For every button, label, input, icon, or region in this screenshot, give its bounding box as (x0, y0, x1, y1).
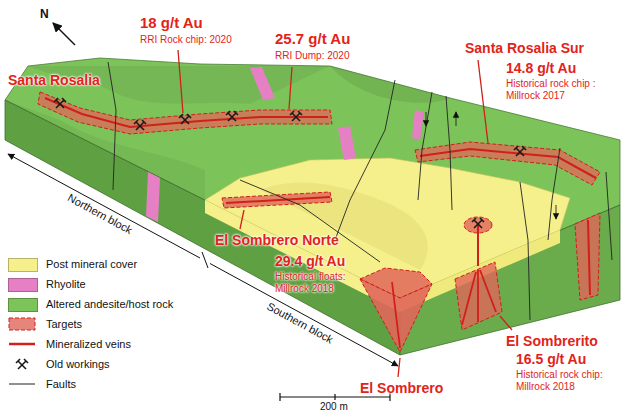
mineralized-vein (480, 270, 496, 312)
old-workings-symbols (54, 98, 526, 228)
legend-text: Faults (46, 376, 76, 392)
grade-value: 29.4 g/t Au (275, 253, 345, 269)
legend-text: Altered andesite/host rock (46, 296, 173, 312)
sample-note: RRI Dump: 2020 (275, 50, 349, 62)
sample-note: RRI Rock chip: 2020 (140, 34, 232, 46)
block-divider-tick (202, 252, 208, 268)
el-sombrero-norte-target (222, 192, 332, 208)
legend-text: Old workings (46, 356, 110, 372)
legend-row: Old workings (6, 356, 206, 372)
legend-row: Rhyolite (6, 276, 206, 292)
fault-movement-arrows (426, 112, 556, 219)
fault-sample (6, 376, 38, 392)
rhyolite-dike (250, 67, 275, 100)
rhyolite-dike (146, 172, 160, 222)
grade-value: 14.8 g/t Au (506, 60, 576, 76)
legend-text: Rhyolite (46, 276, 86, 292)
mineralized-vein (420, 149, 596, 178)
terrain-shade (330, 66, 450, 103)
target-name: El Sombrero Norte (215, 232, 339, 248)
grade-value: 25.7 g/t Au (275, 30, 350, 47)
mineralized-vein (226, 197, 330, 203)
legend-row: Targets (6, 316, 206, 332)
legend-swatch (8, 298, 38, 312)
north-label: N (40, 8, 49, 22)
rhyolite-dike (412, 110, 424, 140)
mineralized-vein (45, 98, 328, 127)
sample-note: Historical rock chip: Millrock 2018 (516, 369, 616, 392)
north-arrow (53, 23, 75, 45)
target-sample (6, 316, 38, 332)
rhyolite-dike (338, 126, 356, 160)
target-name: Santa Rosalia (8, 72, 100, 88)
mineralized-vein (588, 220, 590, 295)
santa-rosalia-target (38, 92, 332, 134)
southern-block-arrow (210, 264, 398, 367)
legend-text: Post mineral cover (46, 256, 137, 272)
vein-sample (6, 336, 38, 352)
grade-value: 18 g/t Au (140, 14, 203, 31)
legend-swatch (8, 278, 38, 292)
mineralized-vein (477, 225, 479, 266)
mineralized-vein (392, 282, 400, 348)
mineralized-vein (477, 270, 479, 322)
legend-row: Mineralized veins (6, 336, 206, 352)
legend-row: Faults (6, 376, 206, 392)
northern-block-arrow (8, 154, 200, 258)
target-name: El Sombrerito (506, 333, 598, 349)
legend-text: Mineralized veins (46, 336, 131, 352)
sample-note: Historical rock chip : Millrock 2017 (506, 78, 614, 101)
target-name: El Sombrero (360, 380, 443, 396)
legend-row: Altered andesite/host rock (6, 296, 206, 312)
el-sombrerito-face-target (455, 262, 502, 330)
el-sombrero-face-target (360, 279, 432, 352)
sample-note: Historical floats: Millrock 2018 (275, 271, 370, 294)
faults (108, 62, 612, 320)
santa-rosalia-sur-target (415, 142, 600, 185)
scale-label: 200 m (320, 401, 348, 413)
legend-text: Targets (46, 316, 82, 332)
santa-rosalia-sur-face-target (575, 213, 600, 300)
legend-row: Post mineral cover (6, 256, 206, 272)
leader-lines (178, 50, 512, 377)
mineralized-vein (462, 272, 476, 325)
legend-swatch (8, 258, 38, 272)
grade-value: 16.5 g/t Au (516, 351, 586, 367)
target-name: Santa Rosalia Sur (465, 40, 584, 56)
old-workings-sample (6, 356, 38, 372)
